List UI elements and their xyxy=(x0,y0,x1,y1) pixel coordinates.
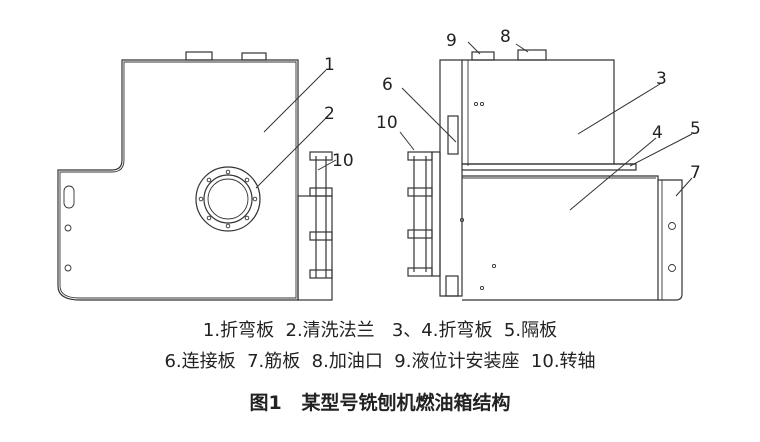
bent-plate-inner-edge xyxy=(59,61,297,299)
slot-hole xyxy=(63,185,75,209)
callout-10-left: 10 xyxy=(332,151,354,171)
bent-plate-outline xyxy=(57,59,299,301)
leader-1 xyxy=(263,69,327,133)
connecting-plate-pad xyxy=(447,115,459,155)
top-boss-2 xyxy=(241,52,267,61)
leader-2 xyxy=(255,117,327,189)
leader-6 xyxy=(401,87,457,143)
callout-10-right: 10 xyxy=(376,113,398,133)
callout-7: 7 xyxy=(690,163,701,183)
fuel-inlet-boss xyxy=(517,49,547,61)
callout-3: 3 xyxy=(656,69,667,89)
leader-9 xyxy=(467,41,481,55)
level-gauge-seat xyxy=(471,51,495,61)
connecting-plate xyxy=(439,59,463,297)
leader-4 xyxy=(569,137,657,211)
callout-8: 8 xyxy=(500,27,511,47)
small-hole-1 xyxy=(64,224,72,232)
left-view: 1 2 10 xyxy=(57,51,354,301)
figure-caption: 图1 某型号铣刨机燃油箱结构 xyxy=(249,392,511,414)
callout-1: 1 xyxy=(324,55,335,75)
leader-7 xyxy=(675,177,693,197)
callout-6: 6 xyxy=(382,75,393,95)
rotating-shaft-right xyxy=(407,151,441,277)
top-boss-1 xyxy=(185,51,213,61)
legend-line-1: 1.折弯板 2.清洗法兰 3、4.折弯板 5.隔板 xyxy=(202,320,558,341)
connecting-plate-foot xyxy=(445,275,459,297)
rib-plate xyxy=(658,179,683,301)
cleaning-flange xyxy=(195,166,261,232)
lower-bent-plate xyxy=(462,175,659,301)
partition-plate xyxy=(462,163,637,171)
leader-5 xyxy=(629,133,693,167)
callout-9: 9 xyxy=(446,31,457,51)
callout-5: 5 xyxy=(690,119,701,139)
leader-10-right xyxy=(399,131,415,151)
rotating-shaft-left xyxy=(297,151,333,301)
leader-3 xyxy=(577,83,661,135)
right-view: 9 8 6 3 10 4 5 7 xyxy=(376,27,701,301)
callout-2: 2 xyxy=(324,104,335,124)
leader-10-left xyxy=(317,159,337,171)
leader-8 xyxy=(515,43,529,53)
upper-bent-plate xyxy=(462,59,615,165)
legend-line-2: 6.连接板 7.筋板 8.加油口 9.液位计安装座 10.转轴 xyxy=(164,351,596,372)
callout-4: 4 xyxy=(652,123,663,143)
small-hole-2 xyxy=(64,264,72,272)
